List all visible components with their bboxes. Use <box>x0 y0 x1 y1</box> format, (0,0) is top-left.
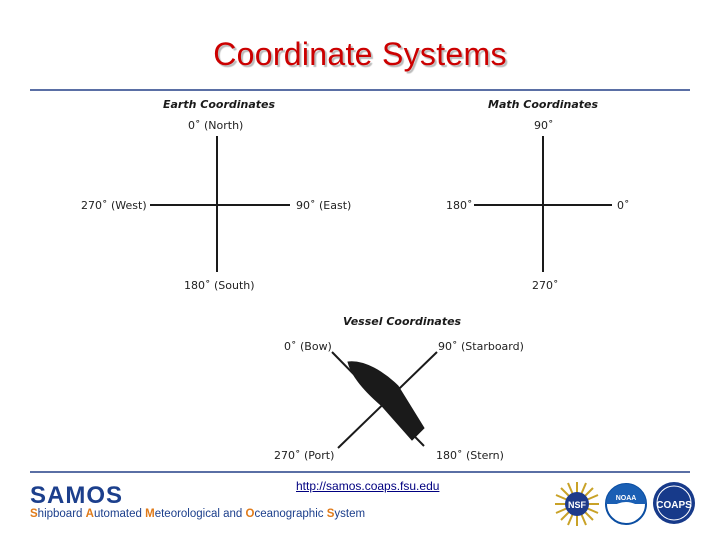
nsf-logo-icon: NSF <box>552 480 602 528</box>
coaps-logo-text: COAPS <box>656 500 692 511</box>
noaa-logo-icon: NOAA <box>604 482 648 526</box>
coaps-logo-icon: COAPS <box>650 480 698 526</box>
nsf-logo-text: NSF <box>568 500 587 510</box>
samos-url-link[interactable]: http://samos.coaps.fsu.edu <box>296 479 439 493</box>
noaa-logo-text: NOAA <box>616 495 637 502</box>
samos-subtitle: Shipboard Automated Meteorological and O… <box>30 508 365 520</box>
bottom-divider <box>30 471 690 473</box>
samos-logo: SAMOS <box>30 482 123 510</box>
